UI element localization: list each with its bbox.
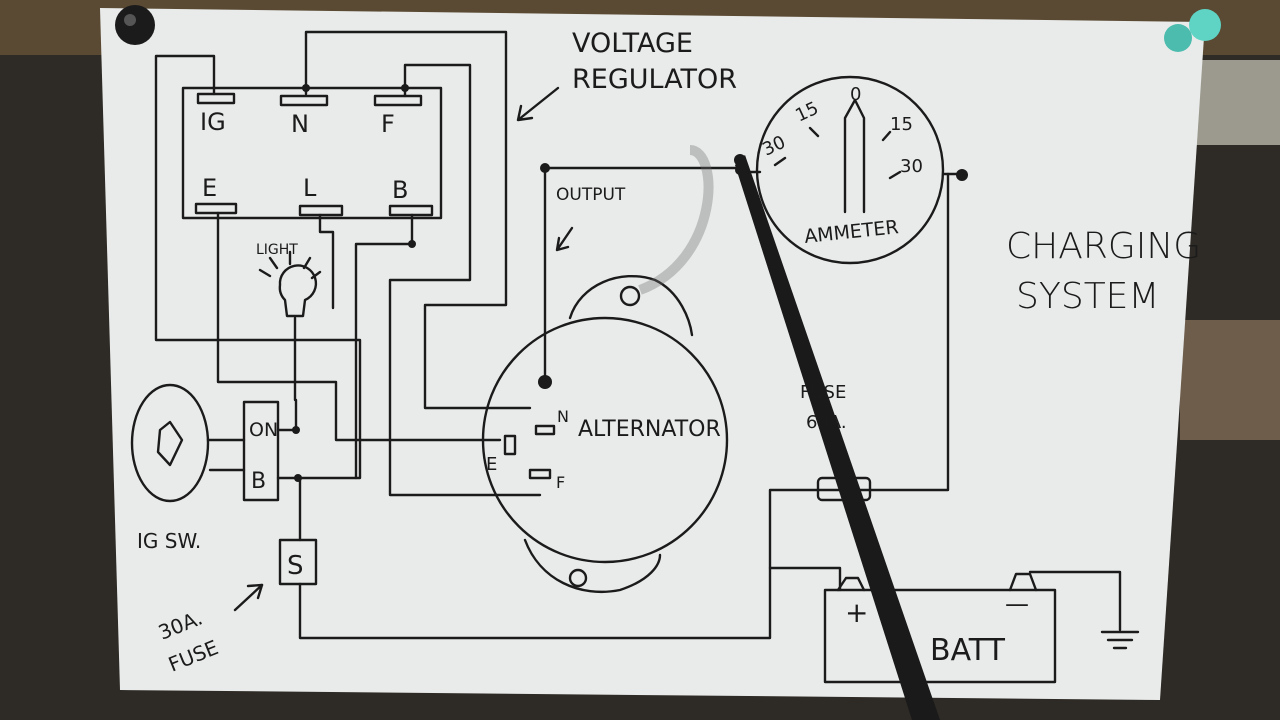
pointer-stick-body (735, 155, 940, 720)
wiring (130, 30, 1140, 684)
pointer-shadow (638, 145, 714, 295)
junction-dot (401, 84, 409, 92)
wall-panel (1195, 60, 1280, 145)
battery-neg-post (1008, 572, 1038, 592)
battery-body (823, 588, 1057, 684)
battery-label: BATT (930, 633, 1006, 668)
switch-body (242, 400, 280, 502)
pointer-stick (638, 145, 940, 720)
junction-dot (408, 240, 416, 248)
alternator-body (481, 316, 729, 564)
alt-terminal-e (503, 434, 517, 456)
ear-bolt-icon (568, 568, 588, 588)
switch-on-label: ON (249, 419, 278, 441)
black-pin-icon (115, 5, 155, 45)
light-label: LIGHT (256, 242, 298, 258)
terminal-label-f: F (381, 110, 395, 138)
ignition-switch-label: IG SW. (137, 529, 201, 553)
switch-b-label: B (251, 469, 266, 494)
ear-bolt-icon (619, 285, 641, 307)
terminal-label-ig: IG (200, 108, 226, 136)
junction-dot (302, 84, 310, 92)
fuse-60-label-line2: 60A. (806, 412, 847, 433)
output-arrow (555, 226, 574, 252)
alt-terminal-label-e: E (486, 454, 497, 475)
ammeter-scale-15-right: 15 (890, 114, 913, 135)
wire-battery-feed (298, 172, 950, 640)
ammeter-scale-30-right: 30 (900, 156, 923, 177)
ammeter-scale-0: 0 (850, 84, 861, 105)
alt-terminal-n (534, 424, 556, 436)
regulator-label-line1: VOLTAGE (572, 28, 693, 59)
terminal-tab (373, 94, 423, 107)
ignition-key (130, 383, 210, 503)
fuse-30-arrow (233, 583, 264, 612)
fuse-30-symbol: S (287, 551, 304, 581)
output-label: OUTPUT (556, 185, 626, 205)
shelf (1180, 320, 1280, 440)
ground-icon (1100, 630, 1140, 650)
fuse-60-label-line1: FUSE (800, 382, 846, 403)
bulb-outline (278, 264, 318, 318)
alt-terminal-label-f: F (556, 473, 565, 492)
wire-ig (154, 54, 362, 480)
battery-minus: — (1005, 590, 1029, 618)
switch-leads (206, 438, 246, 472)
title-line2: SYSTEM (1016, 276, 1160, 317)
alternator-top-ear (568, 275, 694, 337)
battery-plus: + (845, 596, 868, 629)
fuse-30-arrowhead (246, 583, 264, 600)
wire-ground (1028, 570, 1122, 632)
regulator-box (181, 86, 443, 220)
wire-f (388, 63, 542, 497)
regulator-arrow (516, 86, 560, 122)
alt-terminal-f (528, 468, 552, 480)
terminal-label-b: B (392, 176, 408, 204)
alternator-label: ALTERNATOR (578, 417, 721, 442)
junction-dot (294, 474, 302, 482)
ammeter-needle (843, 98, 866, 214)
wire-l (318, 213, 335, 310)
battery-pos-post (836, 576, 866, 592)
title-line1: CHARGING (1006, 226, 1201, 267)
junction-dot (292, 426, 300, 434)
pointer-tip (734, 154, 746, 166)
teal-pin-icon (1189, 9, 1221, 41)
terminal-tab (194, 202, 238, 215)
bulb-rays (258, 250, 322, 280)
junction-dot (956, 169, 968, 181)
ammeter-dial (755, 75, 945, 265)
wire-n (304, 30, 532, 410)
terminal-label-l: L (303, 174, 317, 202)
wire-b (354, 213, 414, 480)
regulator-label-line2: REGULATOR (572, 64, 737, 95)
wire-e (216, 211, 502, 442)
terminal-tab (196, 92, 236, 105)
pin-highlight-icon (124, 14, 136, 26)
terminal-label-e: E (202, 174, 217, 202)
teal-pin-icon (1164, 24, 1192, 52)
alternator-bottom-ear (523, 538, 662, 594)
junction-dot (540, 163, 550, 173)
terminal-label-n: N (291, 110, 309, 138)
terminal-tab (279, 94, 329, 107)
ammeter-ticks (773, 126, 902, 180)
paper-sheet (100, 8, 1205, 700)
key-slot (156, 420, 184, 467)
wire-fuse-battery (768, 566, 842, 592)
output-junction (538, 375, 552, 389)
fuse-30-box (278, 538, 318, 586)
alt-terminal-label-n: N (557, 407, 569, 426)
